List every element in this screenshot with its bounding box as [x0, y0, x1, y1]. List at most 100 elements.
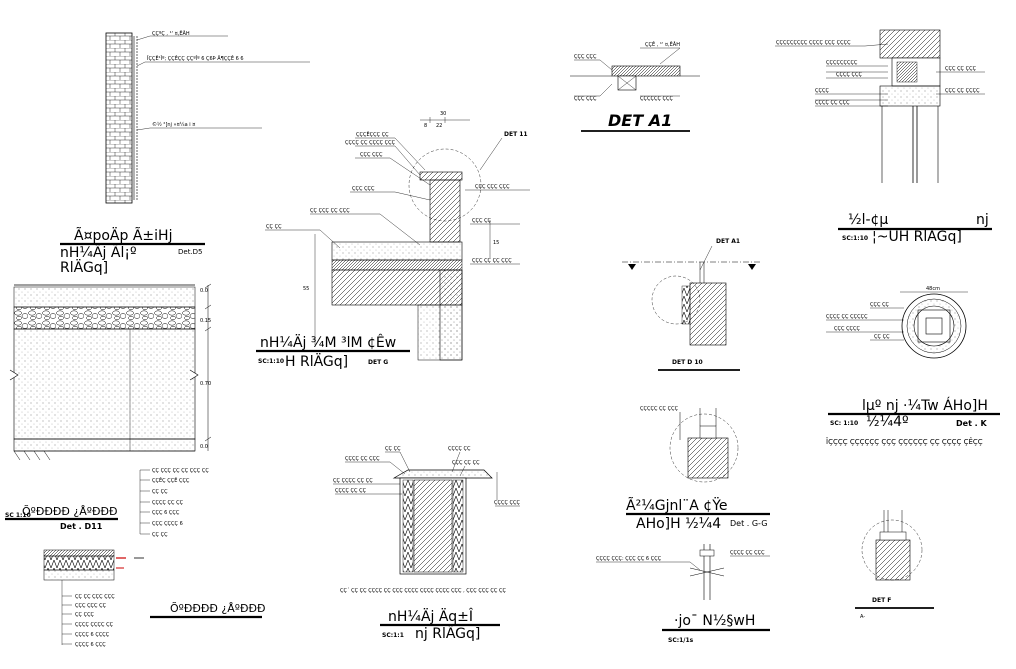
gg-ref: Det . G-G — [730, 519, 767, 528]
parapet-detail: 30 8 22 DET 11 15 55 ÇÇÇÊÇÇÇ ÇÇ ÇÇÇÇ ÇÇ … — [256, 111, 530, 370]
layer-note: ÇÇ ÇÇ — [152, 489, 168, 495]
parapet-scale: SC:1:10 — [258, 358, 284, 365]
door-note: ÇÇÇ ÇÇ ÇÇÇÇ — [945, 88, 980, 94]
coping-note: ÇÇÇÇ ÇÇ ÇÇÇ — [345, 456, 380, 462]
anchor-note: ÇÇÇÇ ÇÇ ÇÇÇ — [730, 550, 765, 556]
dim: 8 — [424, 123, 427, 129]
floor-ref: Det . D11 — [60, 522, 103, 531]
door-frame-detail: ÇÇÇÇÇÇÇÇÇ ÇÇÇÇ ÇÇÇ ÇÇÇÇ ÇÇÇÇÇÇÇÇÇ ÇÇÇÇ Ç… — [775, 29, 992, 245]
concrete-layer — [13, 328, 196, 440]
brick-note: ©½ ²]nj »¤¼a i ¤ — [152, 121, 195, 128]
door-note: ÇÇÇÇ — [815, 88, 829, 94]
grille-note: ÇÇÇ ÇÇ — [870, 302, 890, 308]
layer-note: ÇÇÇ ÇÇÇÇ 6 — [152, 521, 183, 527]
callout-label: DET A1 — [716, 238, 740, 245]
parapet-note: ÇÇÇ ÇÇ ÇÇ ÇÇÇ — [472, 258, 512, 264]
det-gg-detail: ÇÇÇÇÇ ÇÇ ÇÇÇ Ã²¼Gjnl¨A ¢Ÿe AHo]H ½¼4 Det… — [626, 406, 770, 532]
layer-note: ÇÇ ÇÇ — [152, 532, 168, 538]
dim: 55 — [303, 286, 309, 292]
parapet-note: ÇÇÇÇ ÇÇ ÇÇÇÇ ÇÇÇ — [345, 140, 396, 146]
det-a1-note: ÇÇÊ , ¹' ¤,ÊÂH — [645, 40, 680, 48]
anchor-detail: ÇÇÇÇ ÇÇÇ: ÇÇÇ ÇÇ 6 ÇÇÇ ÇÇÇÇ ÇÇ ÇÇÇ ·jo¯ … — [596, 544, 770, 644]
layer-note: ÇÇÇÇ ÇÇ ÇÇ — [152, 500, 184, 506]
coping-title: nH¼Äj Äq±Î — [388, 607, 474, 625]
det-f-title: DET F — [872, 597, 891, 604]
brick-wall-detail: ÇÇºÇ , ¹' ¤,ÊÂH ÎÇÇÊ¹Îº; ÇÇÊÇÇ ÇÇºÎº 6 Ç… — [60, 29, 310, 276]
layer-note: ÇÇÇÇ ÇÇÇÇ ÇÇ — [75, 622, 114, 628]
door-note: ÇÇÇÇÇÇÇÇÇ — [826, 60, 858, 66]
layer-note: ÇÇÇ 6 ÇÇÇ — [152, 510, 180, 516]
det-a1-note: ÇÇÇÇÇÇ ÇÇÇ — [640, 96, 674, 102]
parapet-ref: DET G — [368, 359, 388, 366]
coping-note: ÇÇÇ ÇÇ ÇÇ — [452, 460, 480, 466]
brick-ref: Det.D5 — [178, 248, 203, 256]
det-d10-detail: DET A1 DET D 10 — [622, 238, 760, 371]
coping-bottom-note: ÇÇ´ ÇÇ ÇÇ ÇÇÇÇ ÇÇ ÇÇÇ ÇÇÇÇ ÇÇÇÇ ÇÇÇÇ ÇÇÇ… — [340, 588, 506, 594]
grille-note: ÇÇÇ ÇÇÇÇ — [834, 326, 861, 332]
parapet-note: ÇÇÇ ÇÇ — [472, 218, 492, 224]
grille-scale: SC: 1:10 — [830, 420, 858, 427]
grille-note: ÇÇÇÇ ÇÇ ÇÇÇÇÇ — [826, 314, 868, 320]
layer-note: ÇÇ ÇÇÇ ÇÇ ÇÇ ÇÇÇ ÇÇ — [152, 468, 209, 474]
brick-note: ÇÇºÇ , ¹' ¤,ÊÂH — [152, 29, 190, 37]
grille-detail: 48cm ÇÇÇ ÇÇ ÇÇÇÇ ÇÇ ÇÇÇÇÇ ÇÇÇ ÇÇÇÇ ÇÇ ÇÇ… — [826, 286, 1000, 446]
coping-note: ÇÇÇÇ ÇÇÇ — [494, 500, 521, 506]
level-value: 0.0 — [200, 288, 208, 294]
grille-note: ÇÇ ÇÇ — [874, 334, 890, 340]
coping-note: ÇÇÇÇ ÇÇ ÇÇ — [335, 488, 367, 494]
parapet-title: nH¼Äj ¾M ³lM ¢Êw — [260, 333, 396, 351]
grille-ref: Det . K — [956, 419, 988, 428]
det-f-sub: A- — [860, 614, 865, 620]
det-a1-detail: ÇÇÊ , ¹' ¤,ÊÂH ÇÇÇ ÇÇÇ ÇÇÇ ÇÇÇ ÇÇÇÇÇÇ ÇÇ… — [570, 40, 700, 132]
det-a1-note: ÇÇÇ ÇÇÇ — [574, 96, 597, 102]
door-scale: SC:1:10 — [842, 235, 868, 242]
layer-note: ÇÇÇÇ 6 ÇÇÇÇ — [75, 632, 110, 638]
det-a1-title: DET A1 — [608, 111, 672, 130]
stone-layer — [13, 306, 196, 330]
anchor-scale: SC:1/1s — [668, 637, 694, 644]
gg-note: ÇÇÇÇÇ ÇÇ ÇÇÇ — [640, 406, 679, 412]
layer-note: ÇÇÊÇ ÇÇÊ ÇÇÇ — [152, 476, 190, 484]
door-title: ½l-¢µ — [848, 212, 888, 228]
parapet-note: ÇÇ ÇÇ — [266, 224, 282, 230]
gg-subtitle: AHo]H ½¼4 — [636, 516, 721, 532]
grille-subtitle: ½¼4º — [866, 414, 909, 430]
det-a1-note: ÇÇÇ ÇÇÇ — [574, 54, 597, 60]
small-section-title: ÕºÐÐÐÐ ¿ÅºÐÐÐ — [170, 602, 266, 615]
parapet-note: ÇÇÇ ÇÇÇ — [352, 186, 375, 192]
parapet-note: ÇÇÇ ÇÇÇ — [360, 152, 383, 158]
brick-subtitle-2: RlÄGq] — [60, 258, 108, 276]
layer-note: ÇÇÇ ÇÇÇ ÇÇ — [75, 603, 107, 609]
coping-note: ÇÇÇÇ ÇÇ — [448, 446, 471, 452]
door-note: ÇÇÇÇ ÇÇ ÇÇÇ — [815, 100, 850, 106]
floor-scale: SC 1:10 — [5, 512, 31, 519]
level-value: 0.15 — [200, 318, 211, 324]
det-f-detail: DET F A- — [855, 510, 934, 620]
dim: 30 — [440, 111, 446, 117]
parapet-subtitle: H RlÄGq] — [285, 352, 348, 370]
layer-note: ÇÇÇÇ 6 ÇÇÇ — [75, 642, 106, 648]
gg-title: Ã²¼Gjnl¨A ¢Ÿe — [626, 496, 728, 514]
coping-detail: ÇÇ ÇÇ ÇÇÇÇ ÇÇ ÇÇÇ ÇÇ ÇÇÇÇ ÇÇ ÇÇ ÇÇÇÇ ÇÇ … — [333, 446, 521, 642]
layer-note: ÇÇ ÇÇ ÇÇÇ ÇÇÇ — [75, 594, 115, 600]
brick-subtitle: nH¼Äj Ãl¡º — [60, 243, 137, 261]
door-subtitle: ¦~UH RlÄGq] — [872, 227, 962, 245]
anchor-title: ·jo¯ N½§wH — [674, 613, 755, 629]
coping-subtitle: nj RlÄGq] — [415, 624, 480, 642]
grille-note-line: ÎÇÇÇÇ ÇÇÇÇÇÇ ÇÇÇ ÇÇÇÇÇÇ ÇÇ ÇÇÇÇ ÇÊÇÇ — [826, 437, 983, 446]
dim: 22 — [436, 123, 442, 129]
dim: 48cm — [926, 286, 940, 292]
door-note: ÇÇÇÇ ÇÇÇ — [836, 72, 863, 78]
d10-title: DET D 10 — [672, 359, 703, 366]
coping-scale: SC:1:1 — [382, 632, 404, 639]
brick-title: Ã¤poÄp Ã±iHj — [74, 226, 172, 244]
layer-note: ÇÇ ÇÇÇ — [75, 612, 95, 618]
dim: 15 — [493, 240, 499, 246]
brick-note: ÎÇÇÊ¹Îº; ÇÇÊÇÇ ÇÇºÎº 6 Ç6Þ Ä¶ÇÇÊ 6 6 — [147, 54, 244, 62]
door-note: ÇÇÇ ÇÇ ÇÇÇ — [945, 66, 977, 72]
brick-wall — [105, 32, 133, 204]
coping-note: ÇÇ ÇÇÇÇ ÇÇ ÇÇ — [333, 478, 373, 484]
door-title-right: nj — [976, 212, 989, 228]
